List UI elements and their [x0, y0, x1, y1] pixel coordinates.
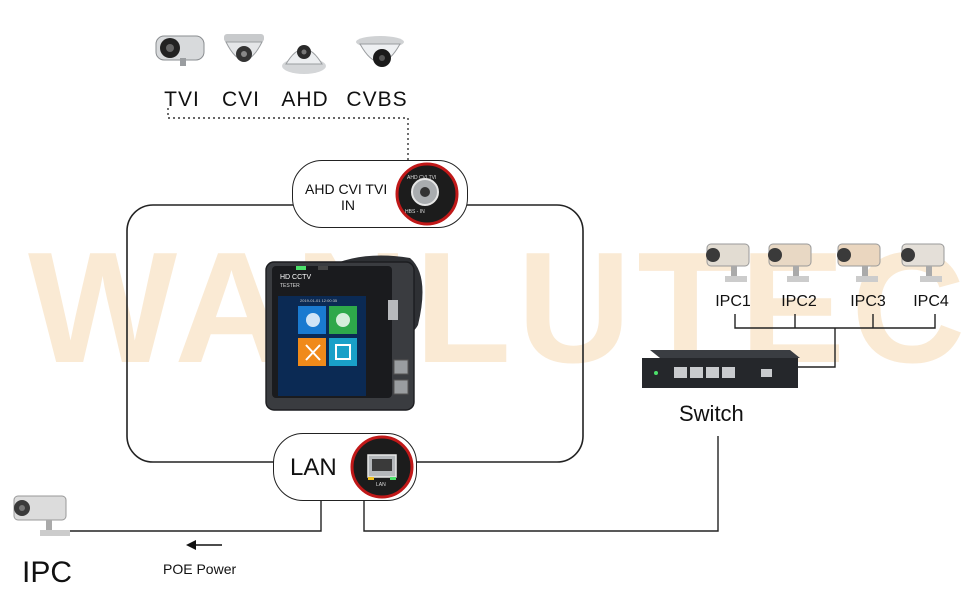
poe-power-label: POE Power	[163, 561, 237, 577]
ip-camera-1-icon	[706, 243, 750, 282]
ethernet-port-icon	[350, 435, 414, 499]
tester-app-subtitle: TESTER	[280, 283, 300, 289]
tester-status-text: 2019-01-01 12:00:35	[300, 298, 338, 303]
camera-label-tvi: TVI	[164, 88, 200, 111]
ipc-bus-line	[734, 314, 936, 329]
switch-label: Switch	[679, 401, 744, 426]
ip-camera-4-icon	[901, 243, 945, 282]
dome-camera-cvi-icon	[224, 34, 264, 62]
camera-label-cvbs: CVBS	[346, 88, 408, 111]
analog-input-label-line2: IN	[341, 197, 355, 213]
lan-to-ipc-cable	[64, 500, 322, 532]
network-switch-icon	[642, 350, 800, 388]
analog-input-callout: AHD CVI TVI IN AHD CVI TVI HBS - IN	[292, 160, 468, 228]
camera-label-ahd: AHD	[281, 88, 329, 111]
dome-camera-ahd-icon	[282, 45, 326, 74]
camera-label-cvi: CVI	[221, 88, 260, 111]
ipc-camera-icon	[13, 495, 70, 536]
tester-device-image	[265, 255, 423, 411]
lan-callout: LAN LAN	[273, 433, 417, 501]
ip-camera-2-icon	[768, 243, 812, 282]
bus-to-switch-line	[798, 328, 836, 368]
lan-label: LAN	[290, 454, 337, 481]
analog-signal-line	[167, 108, 409, 165]
bnc-port-top-text: AHD CVI TVI	[407, 175, 437, 181]
ipc1-label: IPC1	[715, 293, 751, 310]
turret-camera-cvbs-icon	[356, 36, 404, 67]
ipc-label: IPC	[22, 556, 73, 589]
ipc4-label: IPC4	[913, 293, 949, 310]
ipc3-label: IPC3	[850, 293, 886, 310]
ipc2-label: IPC2	[781, 293, 817, 310]
bullet-camera-tvi-icon	[155, 35, 205, 66]
bnc-port-icon	[395, 162, 459, 226]
analog-input-label-line1: AHD CVI TVI	[305, 181, 388, 197]
tester-app-title: HD CCTV	[280, 274, 312, 281]
poe-arrowhead-icon	[186, 540, 196, 550]
bnc-port-bottom-text: HBS - IN	[405, 209, 425, 215]
ethernet-port-text: LAN	[376, 482, 386, 488]
lan-to-switch-cable	[363, 436, 719, 532]
ip-camera-3-icon	[837, 243, 881, 282]
